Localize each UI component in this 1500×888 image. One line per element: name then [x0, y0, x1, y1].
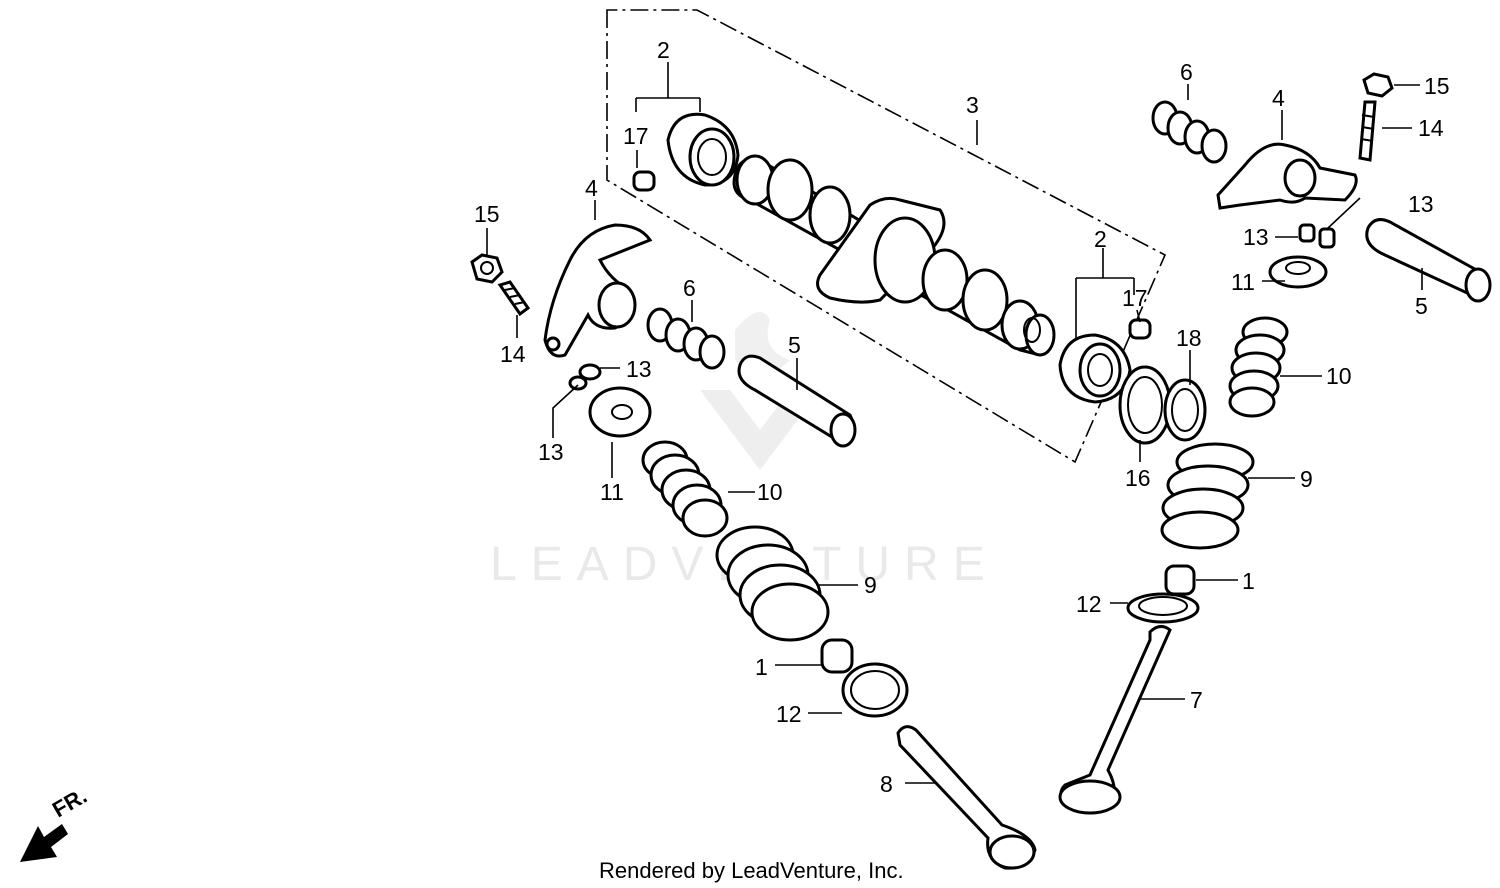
rocker-spring-right: [1151, 100, 1228, 164]
callout-4-left: 4: [585, 175, 598, 201]
callout-13-right-a: 13: [1408, 191, 1434, 217]
spring-retainer-left: [588, 386, 652, 438]
callout-4-right: 4: [1272, 85, 1285, 111]
rocker-shaft-right: [1365, 218, 1492, 303]
callout-5-left: 5: [788, 332, 801, 358]
callout-7: 7: [1190, 687, 1203, 713]
callout-9-right: 9: [1300, 466, 1313, 492]
footer-credit: Rendered by LeadVenture, Inc.: [599, 858, 904, 883]
callout-14-right: 14: [1418, 115, 1444, 141]
callout-12-right: 12: [1076, 591, 1102, 617]
rocker-arm-right: [1216, 142, 1358, 210]
callout-13-left-a: 13: [626, 356, 652, 382]
callout-10-right: 10: [1326, 363, 1352, 389]
exhaust-valve: [1058, 625, 1172, 815]
camshaft: [732, 154, 1056, 357]
intake-valve: [896, 725, 1037, 870]
rocker-arm-left: [543, 223, 653, 358]
callout-10-left: 10: [757, 479, 783, 505]
callout-11-right: 11: [1231, 269, 1255, 295]
valve-stem-seal-left: [820, 638, 854, 674]
camshaft-bearing-upper: [666, 112, 740, 187]
callout-3: 3: [966, 92, 979, 118]
callout-labels: 2 17 3 6 4 15 14 13 13 11 5 15 4 14 13 1…: [474, 37, 1450, 797]
front-direction-arrow: FR.: [20, 783, 91, 862]
callout-1-right: 1: [1242, 568, 1255, 594]
callout-5-right: 5: [1415, 293, 1428, 319]
lock-nut-right: [1362, 72, 1394, 98]
outer-valve-spring-right: [1160, 442, 1255, 550]
callout-13-left-b: 13: [538, 439, 564, 465]
inner-valve-spring-left: [641, 440, 729, 538]
cotter-right: [1298, 223, 1336, 249]
circlip-18: [1163, 378, 1207, 442]
callout-2-upper: 2: [657, 37, 670, 63]
callout-8: 8: [880, 771, 893, 797]
callout-18: 18: [1176, 325, 1202, 351]
callout-9-left: 9: [864, 572, 877, 598]
callout-12-left: 12: [776, 701, 802, 727]
outer-valve-spring-left: [715, 525, 830, 642]
callout-17-upper: 17: [623, 123, 649, 149]
callout-1-left: 1: [755, 654, 768, 680]
adjusting-screw-right: [1358, 100, 1377, 162]
spring-retainer-right: [1268, 255, 1328, 289]
oring-16: [1118, 365, 1172, 445]
fr-label: FR.: [48, 783, 91, 822]
callout-14-left: 14: [500, 341, 526, 367]
callout-17-lower: 17: [1122, 285, 1148, 311]
callout-6-right: 6: [1180, 59, 1193, 85]
rocker-shaft-left: [737, 354, 857, 448]
dowel-pin-lower: [1128, 318, 1152, 340]
callout-6-left: 6: [683, 275, 696, 301]
cotter-left: [568, 363, 602, 391]
callout-15-right: 15: [1424, 73, 1450, 99]
callout-13-right-b: 13: [1243, 224, 1269, 250]
spring-seat-left: [841, 662, 909, 718]
rocker-spring-left: [646, 307, 726, 370]
callout-2-lower: 2: [1094, 226, 1107, 252]
leader-lines: [486, 62, 1423, 784]
valve-stem-seal-right: [1164, 564, 1196, 596]
callout-11-left: 11: [600, 479, 624, 505]
inner-valve-spring-right: [1228, 316, 1289, 418]
callout-16: 16: [1125, 465, 1151, 491]
callout-15-left: 15: [474, 201, 500, 227]
lock-nut-left: [470, 253, 504, 284]
spring-seat-right: [1126, 592, 1200, 624]
dowel-pin-upper: [632, 170, 656, 192]
camshaft-bearing-lower: [1058, 333, 1132, 404]
adjusting-screw-left: [497, 280, 531, 317]
